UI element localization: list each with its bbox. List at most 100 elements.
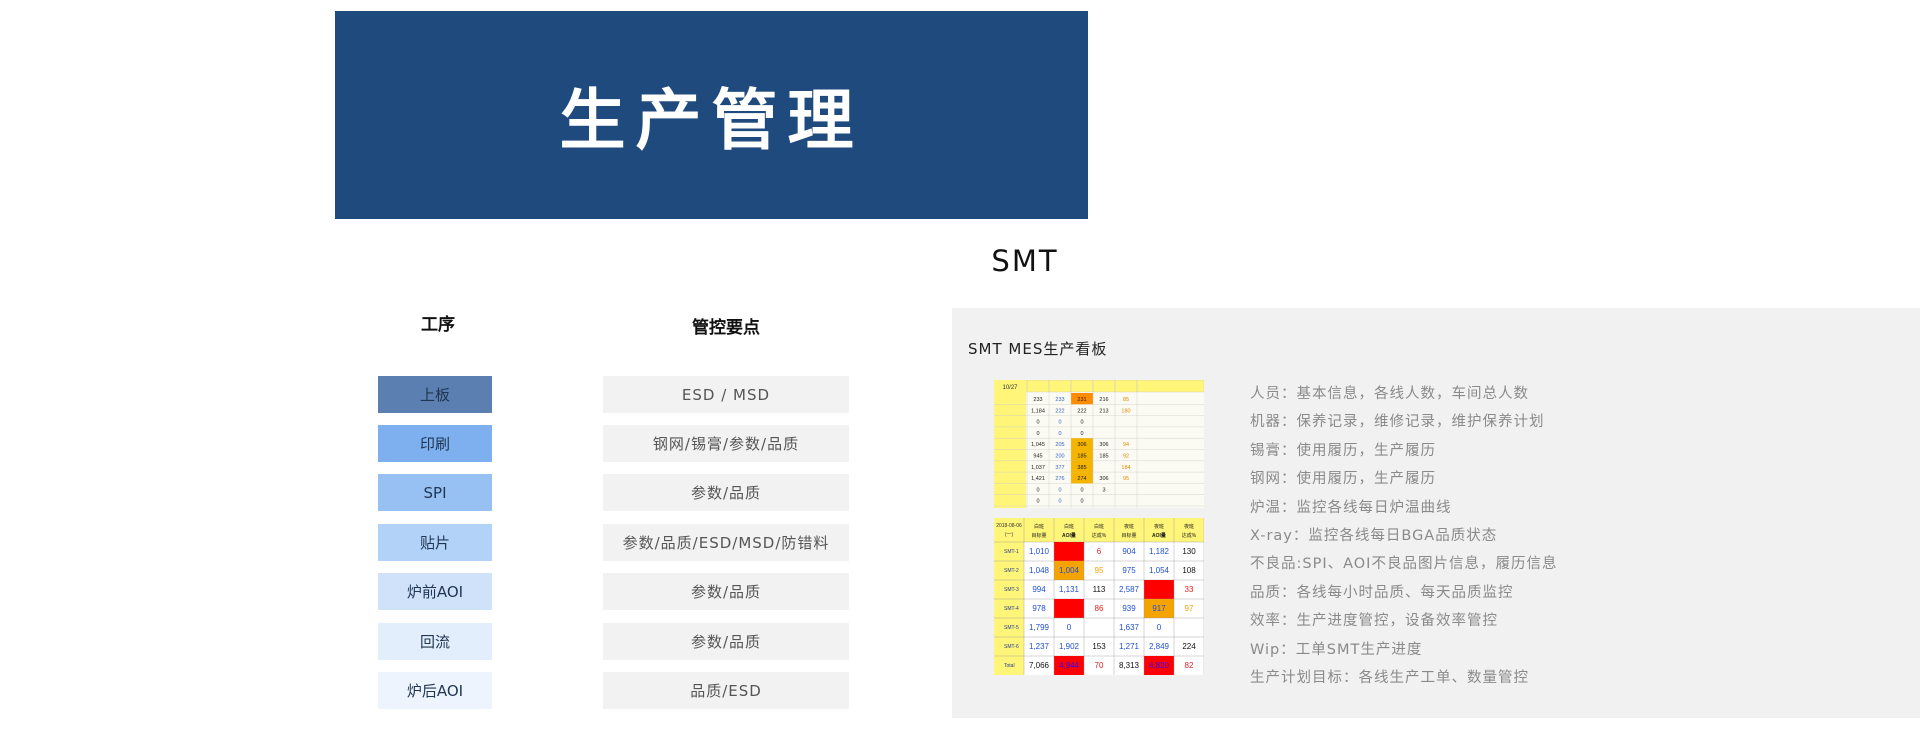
cell-text: 2018-08-06: [996, 523, 1022, 529]
cell-text: 70: [1095, 661, 1104, 670]
table-line-column: [994, 380, 1026, 508]
cell-text: 白班: [1034, 523, 1044, 530]
cell-text: 222: [1077, 408, 1086, 414]
cell-text: 1,004: [1059, 566, 1080, 575]
cell-text: SMT-3: [1004, 587, 1019, 593]
cell-text: 0: [1036, 487, 1039, 493]
cell-text: 0: [1157, 623, 1162, 632]
cell-text: 8,313: [1119, 661, 1140, 670]
cell-text: 94: [1123, 442, 1129, 448]
control-column-header: 管控要点: [692, 318, 760, 338]
cell-text: 夜班: [1184, 523, 1194, 530]
cell-text: 2,587: [1119, 585, 1140, 594]
cell-text: 185: [1077, 454, 1086, 460]
cell-text: 222: [1055, 408, 1064, 414]
feature-item: Wip：工单SMT生产进度: [1250, 641, 1423, 658]
highlight-cell: [1071, 393, 1093, 405]
cell-text: 939: [1122, 604, 1136, 613]
cell-text: 目标量: [1031, 532, 1046, 539]
feature-item: 钢网：使用履历，生产履历: [1250, 471, 1436, 488]
table-line-column: [994, 518, 1024, 675]
cell-text: 108: [1182, 566, 1196, 575]
cell-text: 白班: [1064, 523, 1074, 530]
cell-text: 白班: [1094, 523, 1104, 530]
highlight-cell: [1144, 599, 1174, 618]
highlight-cell: [1054, 599, 1084, 618]
cell-text: 4,944: [1059, 661, 1080, 670]
control-point: 参数/品质/ESD/MSD/防错料: [603, 524, 849, 561]
process-step-board: 上板: [378, 376, 492, 413]
control-point: 参数/品质: [603, 573, 849, 610]
cell-text: 10/27: [1002, 385, 1018, 391]
cell-text: 3: [1102, 487, 1105, 493]
header-cell: [1092, 380, 1116, 393]
cell-text: 夜班: [1154, 523, 1164, 530]
table-bg: [994, 380, 1204, 508]
feature-item: 品质：各线每小时品质、每天品质监控: [1250, 584, 1514, 601]
cell-text: 0: [1080, 487, 1083, 493]
process-step-post-reflow-aoi: 炉后AOI: [378, 672, 492, 709]
cell-text: 377: [1055, 465, 1064, 471]
cell-text: 1,010: [1029, 547, 1050, 556]
cell-text: 1,037: [1031, 465, 1045, 471]
process-column-header: 工序: [421, 315, 455, 335]
cell-text: Total: [1004, 663, 1015, 669]
cell-text: 2,849: [1149, 642, 1170, 651]
cell-text: 0: [1036, 420, 1039, 426]
cell-text: 85: [1123, 397, 1129, 403]
feature-item: 机器：保养记录，维修记录，维护保养计划: [1250, 414, 1545, 431]
cell-text: SMT-4: [1004, 606, 1019, 612]
cell-text: 975: [1122, 566, 1136, 575]
cell-text: 276: [1055, 476, 1064, 482]
banner-title: 生产管理: [559, 82, 864, 159]
cell-text: AOI量: [1062, 532, 1076, 539]
cell-text: 0: [1067, 623, 1072, 632]
header-banner: 生产管理: [335, 11, 1088, 219]
highlight-cell: [1071, 460, 1093, 473]
cell-text: 0: [1080, 420, 1083, 426]
feature-item: 生产计划目标：各线生产工单、数量管控: [1250, 669, 1529, 686]
cell-text: 95: [1123, 476, 1129, 482]
cell-text: 153: [1092, 642, 1106, 651]
process-step-placement: 贴片: [378, 524, 492, 561]
cell-text: 185: [1099, 454, 1108, 460]
cell-text: 994: [1032, 585, 1046, 594]
cell-text: 306: [1077, 442, 1086, 448]
section-title: SMT: [991, 244, 1059, 278]
feature-item: X-ray：监控各线每日BGA品质状态: [1250, 527, 1498, 544]
panel-title: SMT MES生产看板: [968, 340, 1108, 358]
cell-text: 0: [1080, 431, 1083, 437]
highlight-cell: [1144, 580, 1174, 599]
cell-text: 1,799: [1029, 623, 1050, 632]
header-cell: [1136, 380, 1204, 393]
process-step-pre-reflow-aoi: 炉前AOI: [378, 573, 492, 610]
cell-text: 1,054: [1149, 566, 1170, 575]
cell-text: 0: [1058, 420, 1061, 426]
control-point: 钢网/锡膏/参数/品质: [603, 425, 849, 462]
cell-text: 1,184: [1031, 408, 1045, 414]
control-point: ESD / MSD: [603, 376, 849, 413]
cell-text: 216: [1099, 397, 1108, 403]
cell-text: 233: [1055, 397, 1064, 403]
cell-text: 180: [1121, 408, 1130, 414]
cell-text: 33: [1185, 585, 1194, 594]
cell-text: SMT-5: [1004, 625, 1019, 631]
control-point: 参数/品质: [603, 474, 849, 511]
control-point: 品质/ESD: [603, 672, 849, 709]
cell-text: 6: [1097, 547, 1102, 556]
cell-text: SMT-2: [1004, 568, 1019, 574]
cell-text: 0: [1036, 431, 1039, 437]
process-step-spi: SPI: [378, 474, 492, 511]
cell-text: 97: [1185, 604, 1194, 613]
cell-text: 95: [1095, 566, 1104, 575]
header-cell: [1114, 380, 1138, 393]
cell-text: 233: [1033, 397, 1042, 403]
cell-text: 1,045: [1031, 442, 1045, 448]
control-point: 参数/品质: [603, 623, 849, 660]
cell-text: 86: [1095, 604, 1104, 613]
highlight-cell: [1071, 472, 1093, 484]
